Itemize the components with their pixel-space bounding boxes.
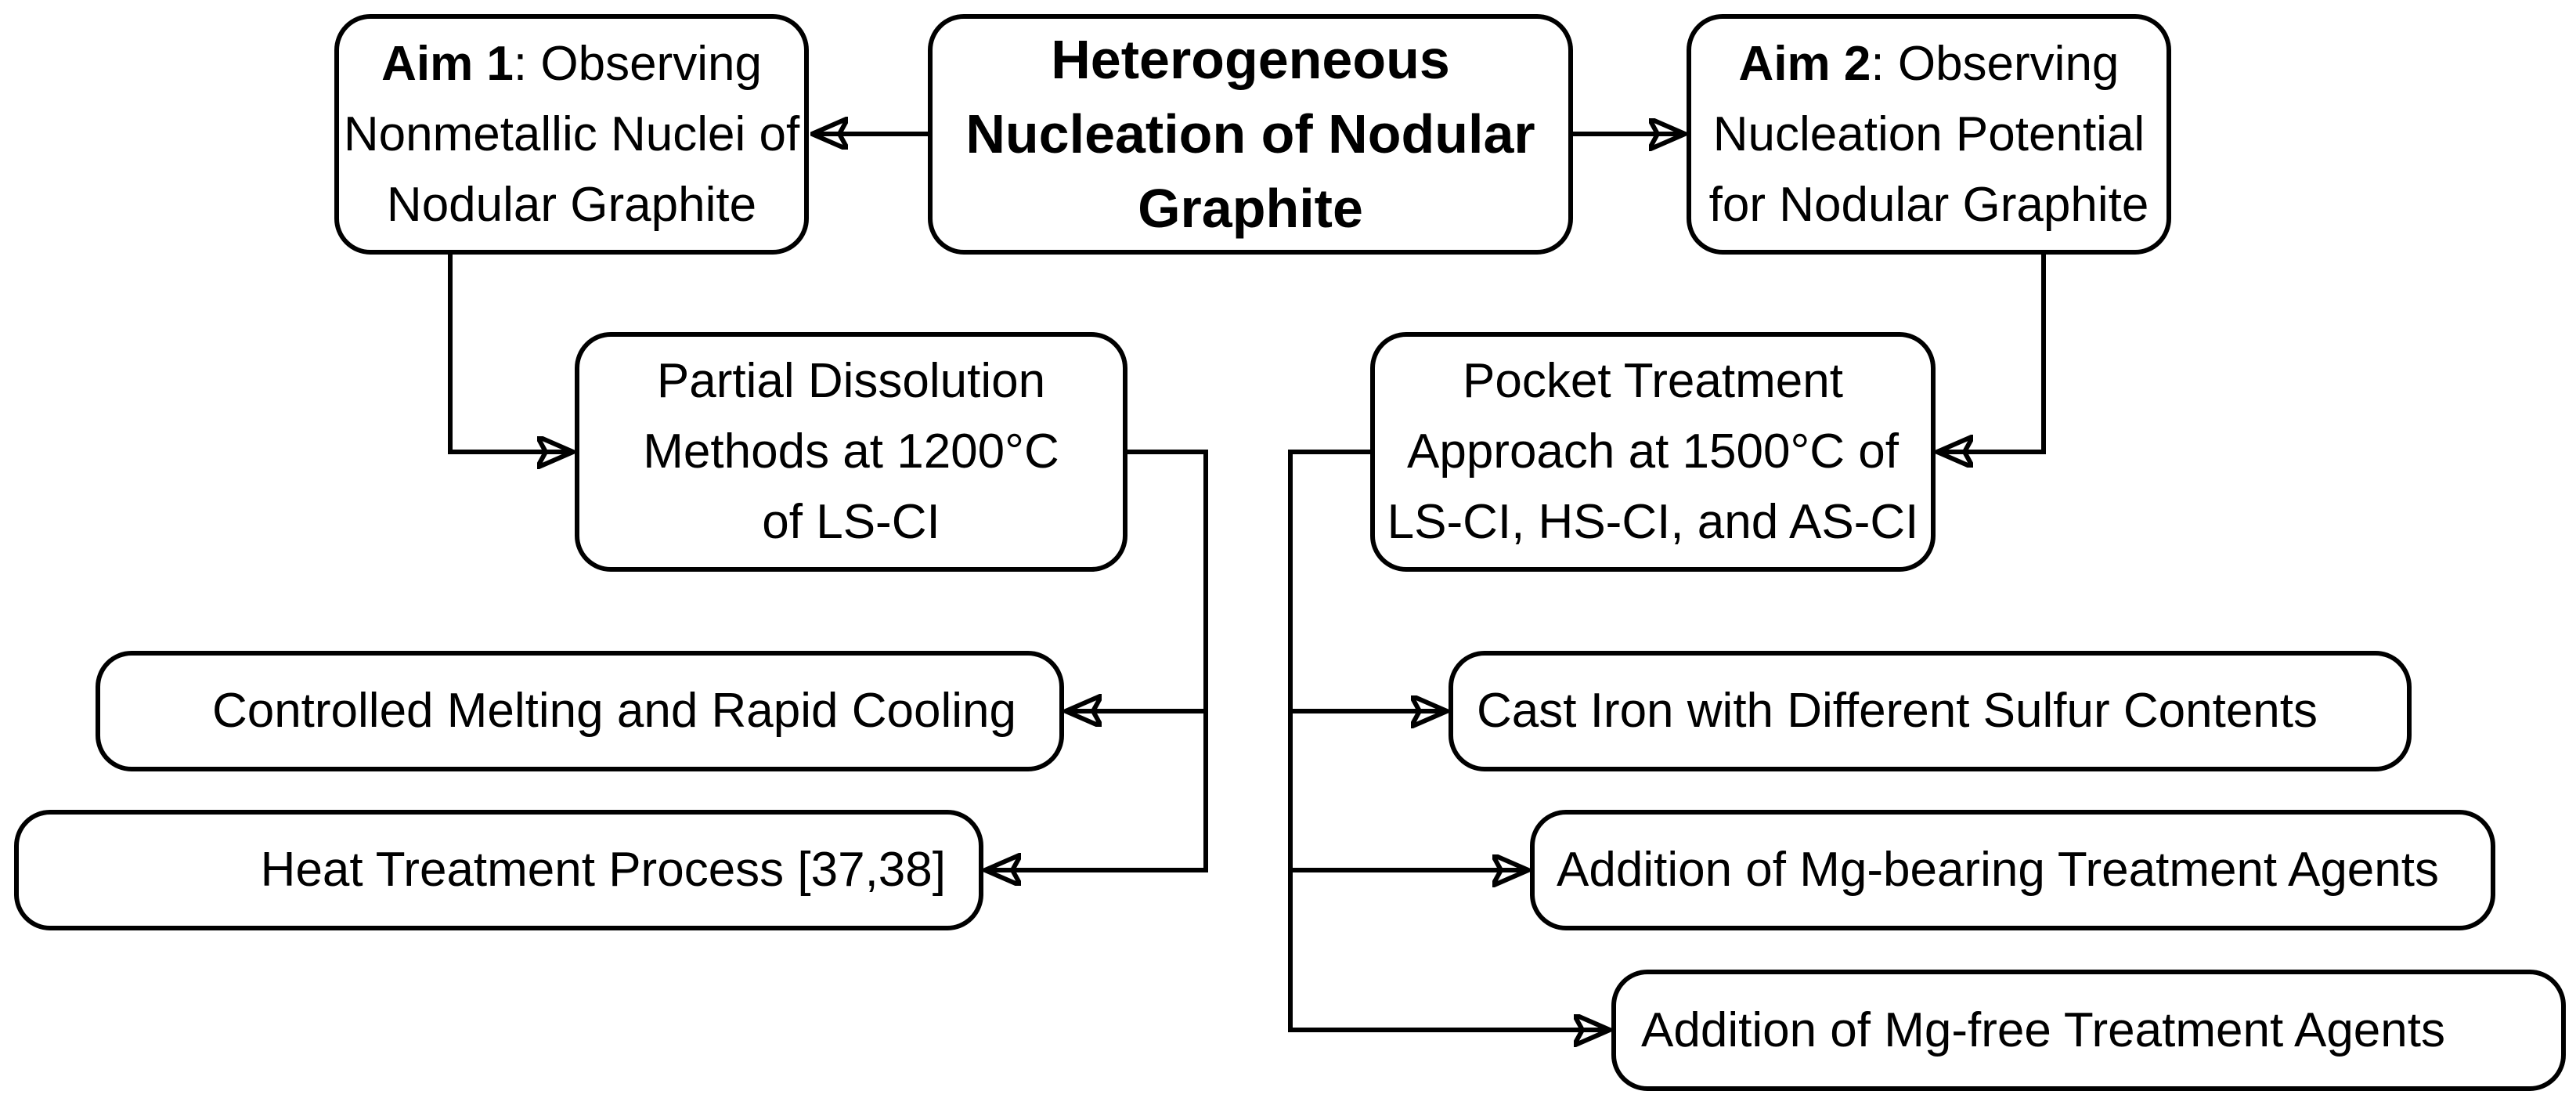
- node-aim1-label: Aim 1: Observing Nonmetallic Nuclei of N…: [344, 0, 799, 311]
- node-heat-treatment-label: Heat Treatment Process [37,38]: [260, 843, 946, 897]
- node-mg-free-label: Addition of Mg-free Treatment Agents: [1641, 1002, 2445, 1057]
- node-controlled-melting: Controlled Melting and Rapid Cooling: [96, 651, 1064, 771]
- node-heat-treatment: Heat Treatment Process [37,38]: [14, 810, 983, 930]
- node-aim1-bold-prefix: Aim 1: [381, 36, 514, 91]
- node-aim2-line1-rest: : Observing: [1871, 36, 2120, 91]
- node-cast-iron: Cast Iron with Different Sulfur Contents: [1449, 651, 2412, 771]
- node-mg-free: Addition of Mg-free Treatment Agents: [1611, 970, 2566, 1091]
- node-cast-iron-label: Cast Iron with Different Sulfur Contents: [1477, 684, 2318, 738]
- edge-partial-dissolution-to-heat-treatment: [988, 450, 1208, 870]
- edge-aim1-to-partial-dissolution: [448, 255, 570, 452]
- node-mg-bearing: Addition of Mg-bearing Treatment Agents: [1530, 810, 2495, 930]
- node-pocket-treatment: Pocket Treatment Approach at 1500°C of L…: [1370, 332, 1936, 572]
- node-mg-bearing-label: Addition of Mg-bearing Treatment Agents: [1557, 843, 2439, 897]
- node-pocket-treatment-label: Pocket Treatment Approach at 1500°C of L…: [1387, 354, 1919, 549]
- node-aim1: Aim 1: Observing Nonmetallic Nuclei of N…: [334, 14, 809, 255]
- node-aim2-bold-prefix: Aim 2: [1738, 36, 1871, 91]
- edge-pocket-treatment-to-mg-free: [1288, 450, 1607, 1030]
- node-partial-dissolution: Partial Dissolution Methods at 1200°C of…: [575, 332, 1127, 572]
- node-root-label: Heterogeneous Nucleation of Nodular Grap…: [965, 29, 1535, 239]
- node-aim2-label: Aim 2: Observing Nucleation Potential fo…: [1709, 0, 2149, 311]
- node-aim2-remaining-lines: Nucleation Potential for Nodular Graphit…: [1708, 107, 2149, 232]
- node-aim1-line1-rest: : Observing: [513, 36, 762, 91]
- edge-aim2-to-pocket-treatment: [1940, 255, 2046, 452]
- node-aim1-remaining-lines: Nonmetallic Nuclei of Nodular Graphite: [343, 107, 800, 232]
- node-aim2: Aim 2: Observing Nucleation Potential fo…: [1687, 14, 2171, 255]
- node-partial-dissolution-label: Partial Dissolution Methods at 1200°C of…: [643, 354, 1059, 549]
- node-root-heterogeneous-nucleation: Heterogeneous Nucleation of Nodular Grap…: [928, 14, 1573, 255]
- node-controlled-melting-label: Controlled Melting and Rapid Cooling: [211, 684, 1016, 738]
